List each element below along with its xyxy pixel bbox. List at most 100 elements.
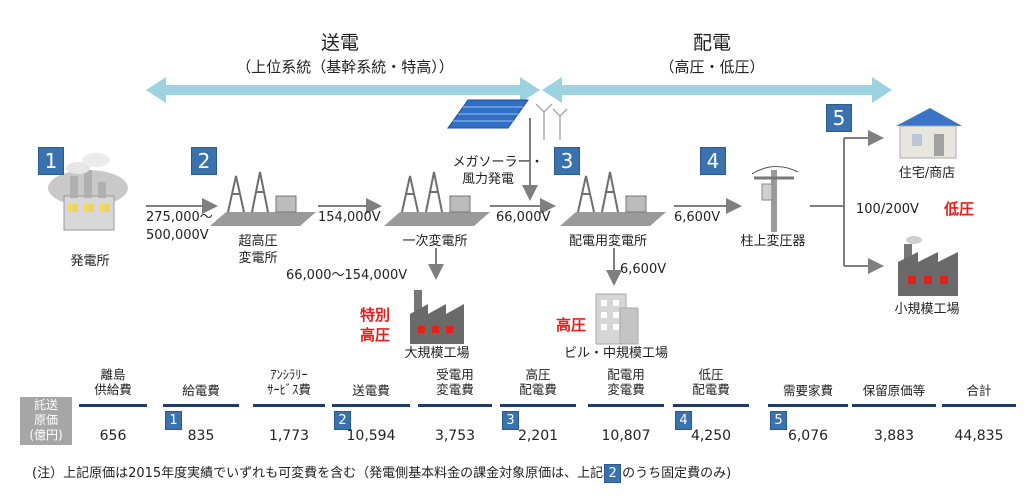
distribution-span-arrow — [542, 77, 892, 103]
cost-col-header: 保留原価等 — [849, 383, 939, 398]
solar-panel-icon — [447, 99, 529, 129]
cost-col-rule — [673, 404, 749, 407]
cost-col-header-line: 需要家費 — [782, 383, 833, 398]
voltage-6600: 6,600V — [674, 210, 721, 225]
cost-col-rule — [253, 404, 325, 407]
cost-col-badge: 2 — [334, 411, 351, 430]
cost-col-value: 656 — [99, 428, 127, 444]
cost-row-label: 託送 原価 (億円) — [20, 398, 72, 443]
cost-col-rule — [942, 404, 1016, 407]
cost-col-value: 2,201 — [517, 428, 559, 444]
power-plant-label: 発電所 — [70, 254, 110, 269]
footnote: (注）上記原価は2015年度実績でいずれも可変費を含む（発電側基本料金の課金対象… — [32, 464, 731, 483]
transmission-subtitle: （上位系統（基幹系統・特高）） — [236, 58, 454, 76]
small-factory-icon — [898, 236, 958, 296]
pole-transformer-icon — [751, 166, 799, 232]
cost-col-value: 10,807 — [601, 428, 651, 444]
power-plant-icon — [48, 153, 128, 231]
ultra-substation-label-2: 変電所 — [238, 251, 278, 266]
voltage-66000-154000-branch: 66,000～154,000V — [286, 268, 408, 283]
ultra-substation-label-1: 超高圧 — [238, 234, 278, 249]
footnote-text-before: (注）上記原価は2015年度実績でいずれも可変費を含む（発電側基本料金の課金対象… — [32, 466, 604, 481]
cost-col-badge: 4 — [675, 411, 692, 430]
flow-arrows — [146, 118, 884, 286]
step-badge-5: 5 — [826, 104, 852, 132]
high-voltage-label: 高圧 — [556, 316, 587, 334]
cost-row-label-line-1: 託送 — [33, 398, 58, 412]
cost-col-header: 送電費 — [326, 383, 416, 398]
footnote-badge: 2 — [604, 464, 622, 483]
pole-transformer-label: 柱上変圧器 — [740, 234, 806, 249]
cost-col-header-line: 変電費 — [436, 382, 474, 397]
cost-col-header-line: 配電費 — [519, 382, 557, 397]
cost-row-label-line-3: (億円) — [29, 428, 63, 442]
extra-high-voltage-label-2: 高圧 — [360, 326, 391, 344]
cost-col-header: 合計 — [934, 383, 1024, 398]
voltage-275-500-line1: 275,000～ — [146, 210, 213, 225]
step-badge-4: 4 — [700, 147, 726, 175]
cost-col-header-line: 低圧 — [698, 367, 724, 382]
cost-row-label-box — [20, 397, 72, 445]
wind-turbine-icon — [535, 103, 568, 140]
cost-col-value: 3,883 — [873, 428, 915, 444]
step-badge-2: 2 — [191, 147, 217, 175]
cost-col-header-line: 合計 — [966, 383, 992, 398]
cost-col-value: 44,835 — [954, 428, 1004, 444]
house-shop-label: 住宅/商店 — [898, 166, 956, 181]
cost-col-badge: 1 — [165, 411, 182, 430]
cost-col-header-line: 変電費 — [607, 382, 645, 397]
transmission-span-arrow — [146, 77, 540, 103]
step-badge-1: 1 — [38, 147, 64, 175]
voltage-275-500-line2: 500,000V — [146, 228, 209, 243]
cost-col-badge: 5 — [770, 411, 787, 430]
distribution-title: 配電 — [692, 32, 731, 54]
distribution-substation-icon — [560, 171, 666, 226]
ultra-substation-icon — [210, 171, 316, 226]
cost-col-header-line: ｱﾝｼﾗﾘｰ — [270, 367, 308, 382]
extra-high-voltage-label-1: 特別 — [360, 306, 391, 324]
cost-col-header-line: 配電費 — [692, 382, 730, 397]
cost-col-rule — [79, 404, 147, 407]
cost-col-rule — [500, 404, 576, 407]
cost-col-header-line: 保留原価等 — [862, 383, 926, 398]
cost-col-rule — [768, 404, 848, 407]
distribution-substation-label: 配電用変電所 — [568, 234, 647, 249]
cost-col-header-line: 配電用 — [607, 367, 645, 382]
distribution-subtitle: （高圧・低圧） — [659, 58, 765, 76]
cost-row-label-line-2: 原価 — [33, 413, 58, 427]
cost-col-header-line: 高圧 — [525, 367, 551, 382]
cost-col-header: 離島供給費 — [68, 367, 158, 397]
solar-wind-label-1: メガソーラー・ — [452, 155, 544, 170]
voltage-100-200: 100/200V — [856, 202, 919, 217]
cost-col-header: ｱﾝｼﾗﾘｰｻｰﾋﾞｽ費 — [244, 367, 334, 397]
voltage-154000: 154,000V — [318, 210, 381, 225]
cost-col-value: 3,753 — [434, 428, 476, 444]
large-factory-icon — [410, 290, 464, 344]
large-factory-label: 大規模工場 — [404, 346, 470, 361]
building-icon — [595, 293, 639, 345]
cost-col-header-line: 供給費 — [94, 382, 132, 397]
cost-col-header-line: 受電用 — [436, 367, 474, 382]
cost-col-header-line: 給電費 — [182, 383, 220, 398]
cost-col-value: 4,250 — [690, 428, 732, 444]
transmission-title: 送電 — [320, 32, 359, 54]
mid-factory-label: ビル・中規模工場 — [563, 346, 668, 361]
cost-col-value: 6,076 — [787, 428, 829, 444]
cost-col-header: 需要家費 — [763, 383, 853, 398]
cost-col-badge: 3 — [502, 411, 519, 430]
solar-wind-label-2: 風力発電 — [461, 172, 514, 187]
voltage-6600-branch: 6,600V — [620, 262, 667, 277]
cost-col-value: 835 — [187, 428, 215, 444]
primary-substation-label: 一次変電所 — [402, 234, 468, 249]
cost-col-rule — [588, 404, 664, 407]
house-icon — [896, 108, 962, 159]
step-badge-3: 3 — [554, 147, 580, 175]
cost-col-rule — [332, 404, 410, 407]
cost-col-rule — [163, 404, 239, 407]
cost-col-value: 10,594 — [346, 428, 396, 444]
cost-col-header: 給電費 — [156, 383, 246, 398]
cost-col-header: 配電用変電費 — [581, 367, 671, 397]
low-voltage-label: 低圧 — [944, 200, 975, 218]
cost-col-header-line: 離島 — [100, 367, 126, 382]
